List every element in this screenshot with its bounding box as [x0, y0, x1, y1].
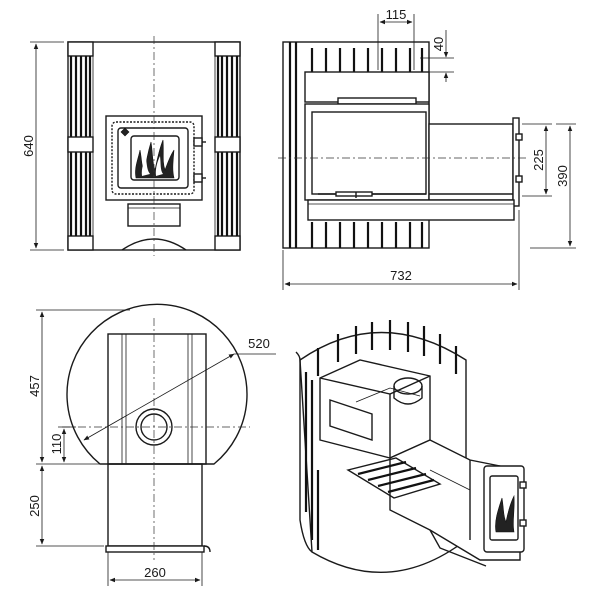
dim-side-tunnel-inner: 225: [531, 149, 546, 171]
isometric-cutaway-view: [295, 320, 527, 574]
dim-top-tunnel-length: 250: [27, 495, 42, 517]
top-tunnel: [107, 463, 203, 547]
side-tunnel: [428, 123, 514, 201]
iso-grate: [346, 457, 442, 499]
top-round-body: [66, 303, 248, 465]
front-right-grille: [214, 56, 241, 236]
side-firebox: [304, 103, 430, 201]
door-glass: [130, 135, 180, 181]
door-hinge-bottom: [193, 173, 203, 183]
iso-flame-icon: [495, 494, 515, 533]
side-view: 115 40 225 390 732: [278, 7, 576, 290]
dim-side-tunnel-outer: 390: [555, 165, 570, 187]
emblem-icon: [120, 127, 130, 137]
dim-top-diameter: 520: [248, 336, 270, 351]
dim-top-tunnel-width: 260: [144, 565, 166, 580]
flame-icon: [135, 139, 175, 179]
dim-side-total-length: 732: [390, 268, 412, 283]
side-bottom-bars: [310, 222, 424, 248]
side-tunnel-door: [512, 117, 520, 207]
iso-grille-bars: [304, 320, 458, 550]
dim-front-height: 640: [21, 135, 36, 157]
side-top-bars: [288, 42, 424, 248]
door-hinge-top: [193, 137, 203, 147]
dim-side-top-width: 115: [386, 7, 407, 22]
dim-side-top-depth: 40: [431, 37, 446, 51]
ash-pit: [127, 203, 181, 227]
top-view: 520 457 110 250 260: [27, 303, 276, 586]
front-view: 640: [21, 36, 241, 256]
dim-top-depth: 457: [27, 375, 42, 397]
iso-firebox: [319, 359, 431, 459]
side-ash-tray: [307, 199, 515, 221]
dim-top-offset: 110: [49, 434, 64, 455]
front-left-grille: [67, 56, 94, 236]
